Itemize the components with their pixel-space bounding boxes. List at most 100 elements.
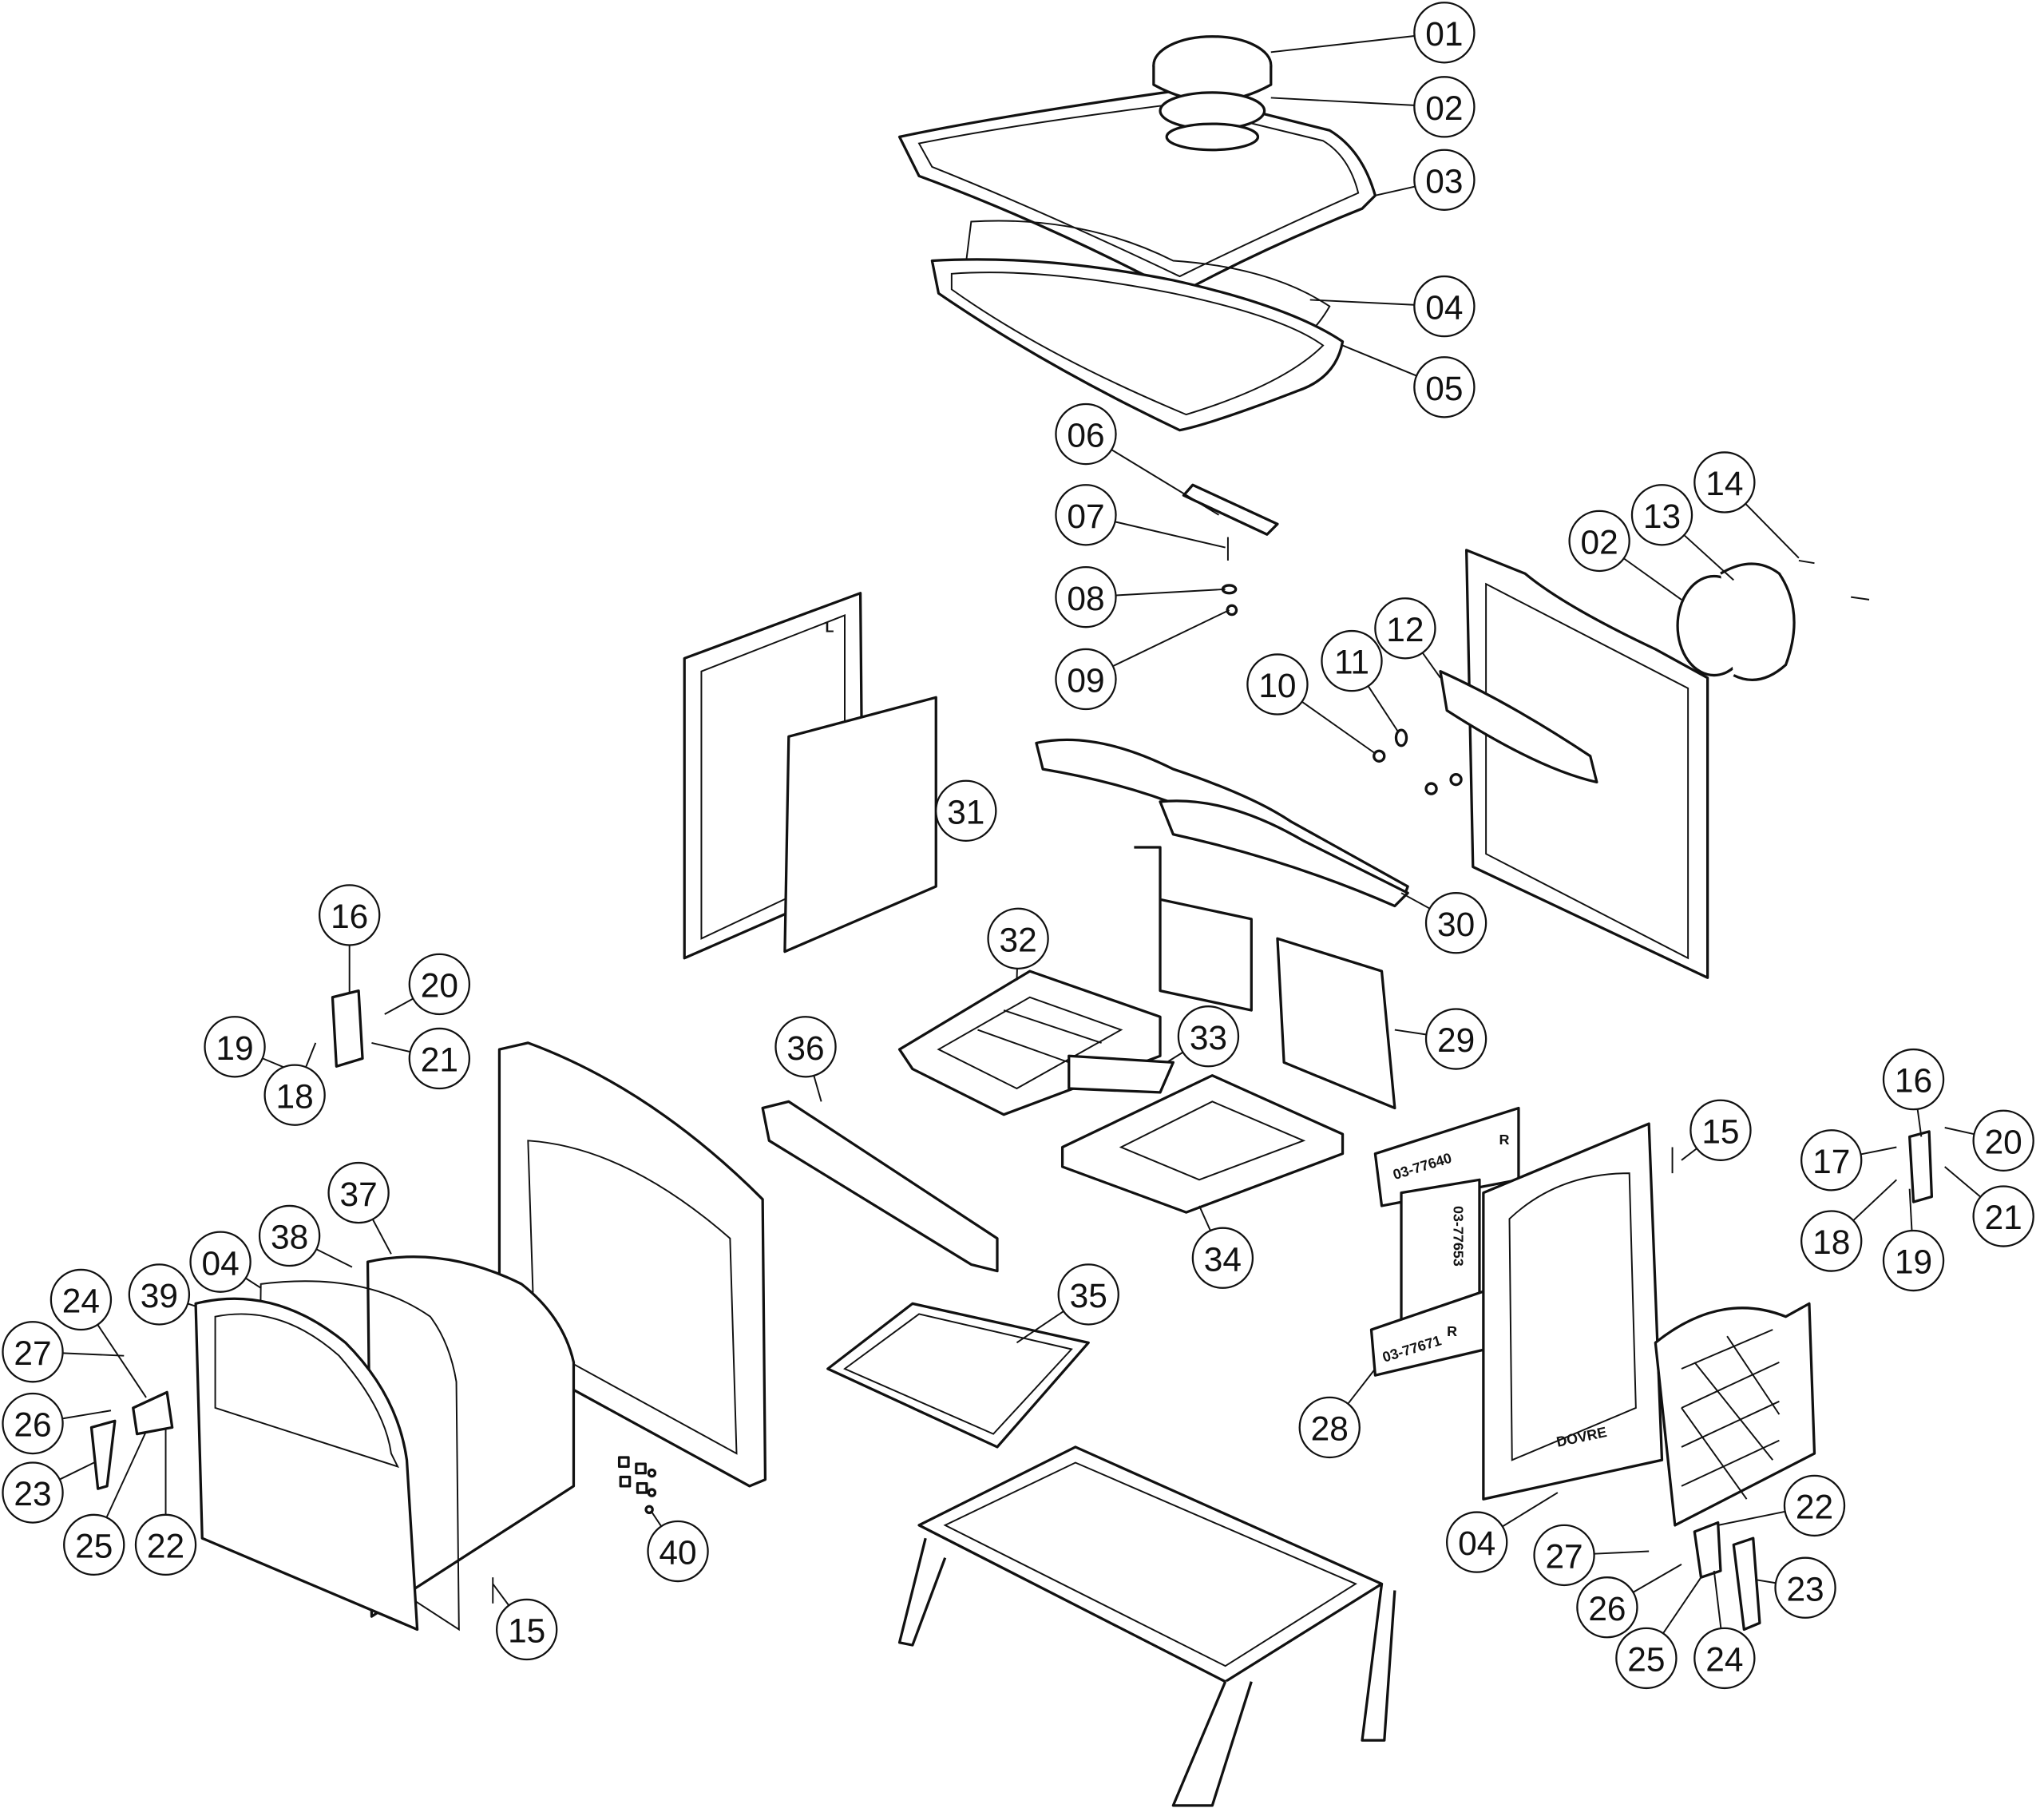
callout-24: 24 [50,1268,147,1398]
leader-line [1347,1368,1377,1405]
leader-line [1112,609,1230,668]
callout-circle [1424,892,1487,954]
left-panel-mark: L [826,620,834,636]
callout-37: 37 [327,1161,392,1255]
leader-line [1745,503,1800,559]
leader-line [1367,685,1400,733]
callout-23: 23 [1757,1556,1836,1619]
leader-line [1198,1205,1211,1231]
callout-number: 07 [1067,498,1104,535]
callout-circle [1882,1048,1945,1111]
callout-circle [935,779,997,843]
callout-number: 30 [1437,906,1475,943]
callout-circle [408,953,471,1016]
leader-line [1860,1146,1897,1156]
callout-number: 22 [1796,1489,1833,1526]
callout-30: 30 [1400,892,1487,954]
leader-line [1016,1310,1064,1344]
leader-line [1270,35,1415,54]
callout-number: 24 [1705,1641,1743,1679]
leader-line [813,1075,822,1102]
leader-line [651,1512,663,1527]
callout-circle [1630,484,1693,546]
callout-circle [50,1268,113,1331]
callout-27: 27 [2,1321,125,1383]
callout-number: 21 [1985,1199,2022,1236]
callout-number: 18 [1812,1223,1850,1261]
leader-line [1394,1029,1427,1036]
callout-16: 16 [1882,1048,1945,1137]
callout-circle [1615,1627,1678,1690]
leader-line [1681,1148,1697,1161]
leader-line [1375,185,1416,196]
callout-number: 02 [1581,524,1618,561]
callout-number: 14 [1705,465,1743,502]
front-log-retainer [761,1100,999,1273]
callout-number: 16 [331,898,368,935]
callout-number: 08 [1067,580,1104,617]
callout-26: 26 [2,1392,112,1455]
hardware-kit [617,1456,657,1515]
callout-29: 29 [1394,1008,1487,1070]
callout-number: 40 [659,1534,696,1572]
callout-27: 27 [1533,1524,1650,1587]
callout-number: 20 [421,967,458,1005]
callout-circle [1800,1210,1863,1272]
callout-22: 22 [134,1427,197,1576]
callout-number: 13 [1643,498,1681,535]
callout-16: 16 [319,884,381,993]
callout-circle [1191,1227,1254,1289]
callout-02: 02 [1568,510,1682,601]
leader-line [1662,1576,1702,1634]
callout-04: 04 [1446,1492,1559,1573]
callout-circle [1413,149,1476,211]
leader-line [1400,892,1431,910]
leader-line [105,1430,147,1518]
callout-circle [1689,1099,1752,1161]
leader-line [305,1042,317,1068]
right-bottom-mark: R [1447,1323,1457,1339]
callout-number: 33 [1190,1019,1227,1057]
callout-number: 19 [1895,1243,1932,1281]
leader-line [371,1041,410,1053]
leader-line [1166,1051,1184,1064]
callout-14: 14 [1693,451,1800,559]
callout-circle [1972,1109,2034,1172]
leader-line [1683,534,1734,581]
callout-20: 20 [1944,1109,2034,1172]
callout-number: 12 [1386,611,1424,648]
callout-18: 18 [1800,1179,1897,1272]
leader-line [1502,1492,1559,1528]
leader-line [1111,449,1219,516]
callout-15: 15 [1681,1099,1752,1161]
callout-32: 32 [987,907,1049,981]
callout-circle [1246,653,1309,716]
callout-number: 06 [1067,417,1104,454]
leader-line [1115,588,1226,597]
upper-grate [897,969,1162,1116]
callout-number: 05 [1425,370,1463,407]
callout-number: 02 [1425,89,1463,127]
leader-line [97,1324,147,1398]
callout-40: 40 [647,1512,709,1583]
callout-number: 39 [141,1277,178,1314]
back-heat-shield [1439,670,1598,784]
leader-line [1301,700,1376,755]
callout-02: 02 [1270,76,1476,138]
damper-lever [1182,483,1279,536]
callout-circle [1693,451,1756,513]
callout-number: 22 [147,1527,184,1564]
callout-circle [1972,1185,2034,1247]
callout-circle [774,1016,837,1078]
callout-number: 01 [1425,15,1463,53]
leader-line [62,1352,125,1357]
callout-04: 04 [189,1231,262,1293]
callout-circle [258,1204,321,1267]
base-legs [897,1537,1396,1807]
callout-11: 11 [1321,629,1400,733]
callout-circle [1774,1556,1836,1619]
leader-line [1944,1127,1975,1136]
callout-number: 35 [1070,1277,1107,1314]
callout-number: 26 [14,1406,51,1444]
